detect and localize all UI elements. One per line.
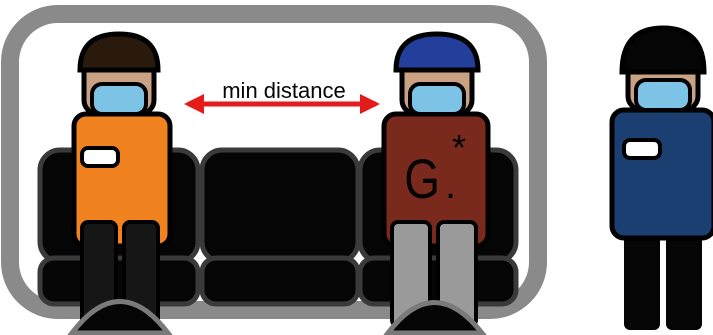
badge-icon (82, 148, 118, 166)
shirt-dot: . (445, 163, 456, 207)
helmet-icon (622, 28, 704, 72)
person-standing-leg-1 (624, 228, 660, 330)
person-standing-shirt (612, 110, 713, 238)
person-standing-leg-2 (666, 228, 702, 330)
mask-icon (410, 84, 464, 114)
shirt-asterisk: * (452, 127, 466, 168)
distance-label: min distance (222, 78, 346, 103)
mask-icon (92, 84, 146, 114)
shirt-letter: G (404, 148, 440, 210)
badge-icon (624, 140, 660, 158)
mask-icon (636, 80, 690, 110)
helmet-icon (396, 34, 478, 70)
person-right-seated: G . * (384, 34, 488, 333)
seat-middle (202, 150, 358, 304)
helmet-icon (80, 34, 158, 70)
person-standing (612, 28, 713, 330)
min-distance-indicator: min distance (188, 78, 376, 104)
